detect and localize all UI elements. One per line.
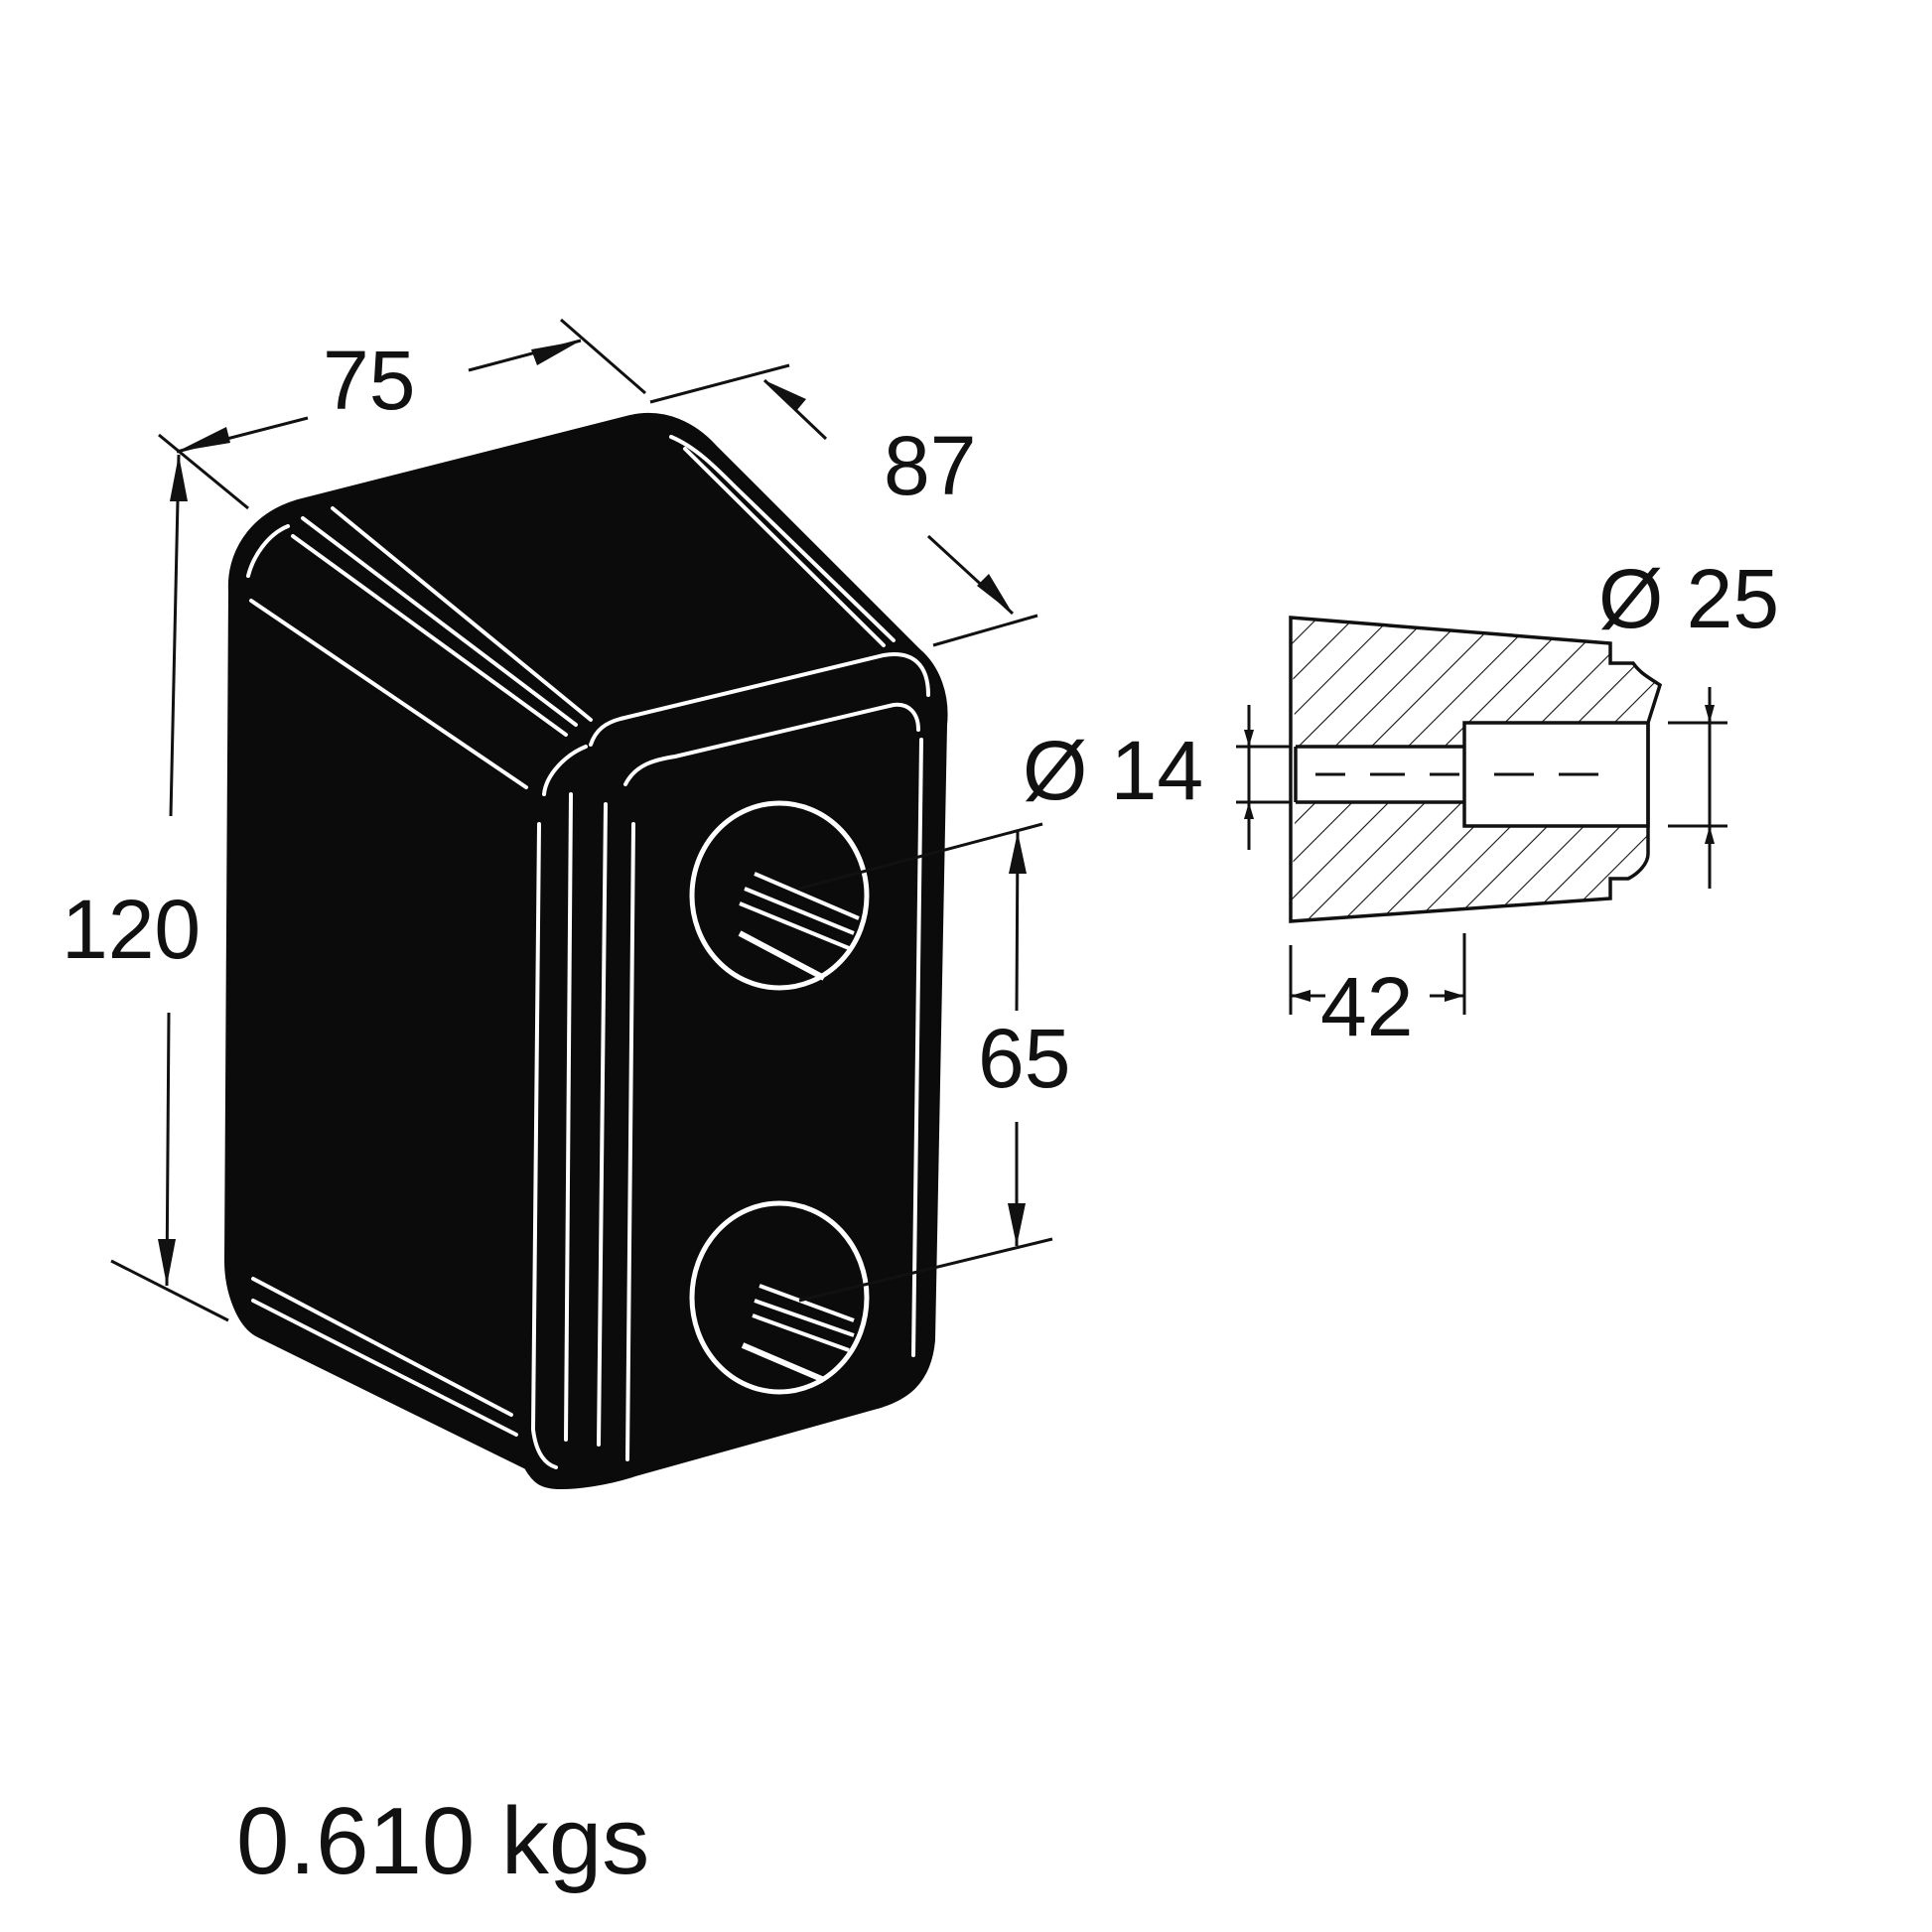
- front-face-inner-top: [623, 702, 920, 786]
- lower-hole-rim: [689, 1200, 870, 1395]
- front-face-right-edge: [911, 738, 923, 1357]
- lower-bolt-hole: [689, 1200, 870, 1395]
- spacing-arrow-top: [1009, 832, 1027, 874]
- upper-hole-bore-lines: [739, 872, 860, 950]
- top-right-rim-highlight-2: [683, 447, 886, 647]
- depth42-arrow-right: [1445, 990, 1464, 1002]
- counterbore-depth-label: 42: [1320, 960, 1413, 1053]
- section-bore: [1294, 745, 1464, 804]
- counterbore-diameter-dimension: Ø 25: [1598, 552, 1779, 889]
- height-extension-bottom: [110, 1259, 229, 1322]
- width-arrow-right: [531, 341, 581, 365]
- weight-label: 0.610 kgs: [236, 1788, 649, 1894]
- counterbore-diameter-label: Ø 25: [1598, 552, 1779, 645]
- hole-spacing-label: 65: [978, 1012, 1070, 1105]
- front-face-left-bevel-1: [542, 745, 588, 796]
- spacing-extension-top: [798, 822, 1043, 891]
- height-dimension: 120: [62, 454, 229, 1322]
- hole-spacing-dimension: 65: [798, 822, 1070, 1303]
- height-label: 120: [62, 883, 201, 976]
- block-body: [223, 412, 948, 1490]
- width-label: 75: [323, 334, 415, 427]
- rubber-block: [223, 412, 948, 1490]
- front-face-left-bevel-5: [625, 822, 635, 1461]
- counterbore-arrow-top: [1705, 705, 1715, 723]
- bore-arrow-top: [1244, 730, 1254, 747]
- width-arrow-left: [177, 427, 230, 452]
- width-extension-right: [560, 318, 646, 395]
- bottom-edge-highlight-1: [251, 1277, 513, 1417]
- height-dim-line-top: [169, 454, 181, 817]
- counterbore-arrow-bottom: [1705, 826, 1715, 844]
- lower-hole-bore-lines: [752, 1284, 855, 1352]
- section-upper-material: [1291, 618, 1660, 747]
- bottom-edge-highlight-2: [251, 1299, 518, 1437]
- top-left-edge-highlight: [249, 599, 528, 789]
- depth-label: 87: [884, 419, 976, 512]
- depth-extension-bottom: [932, 614, 1038, 647]
- front-face-top-edge: [589, 652, 930, 747]
- top-right-rim-highlight-1: [669, 435, 896, 642]
- top-bevel-highlight-2: [291, 534, 568, 737]
- top-bevel-highlight-4: [331, 506, 593, 722]
- height-arrow-bottom: [158, 1239, 176, 1286]
- spacing-arrow-bottom: [1008, 1203, 1026, 1246]
- bore-arrow-bottom: [1244, 802, 1254, 819]
- depth-arrow-bottom: [977, 574, 1013, 614]
- front-face-left-bevel-4: [597, 802, 608, 1447]
- front-face-left-bevel-2: [530, 822, 558, 1469]
- section-view: Ø 14 Ø 25 42: [1023, 552, 1779, 1053]
- front-face-left-bevel-3: [564, 792, 573, 1442]
- bore-diameter-label: Ø 14: [1023, 724, 1203, 817]
- height-arrow-top: [170, 455, 188, 501]
- top-bevel-highlight-3: [301, 516, 578, 727]
- width-dimension: 75: [158, 318, 646, 510]
- depth42-arrow-left: [1291, 990, 1311, 1002]
- lower-hole-bore-shadow: [741, 1342, 826, 1383]
- counterbore-depth-dimension: 42: [1289, 933, 1466, 1053]
- width-extension-left: [158, 433, 249, 510]
- bore-diameter-dimension: Ø 14: [1023, 705, 1291, 850]
- section-counterbore: [1462, 721, 1650, 828]
- spacing-extension-bottom: [798, 1237, 1053, 1303]
- depth-extension-top: [649, 363, 790, 404]
- upper-bolt-hole: [689, 800, 870, 991]
- top-bevel-highlight-1: [246, 524, 290, 578]
- upper-hole-rim: [689, 800, 870, 991]
- depth-dimension: 87: [649, 363, 1038, 647]
- section-lower-material: [1291, 802, 1648, 921]
- upper-hole-bore-shadow: [738, 930, 826, 981]
- depth-arrow-top: [764, 380, 806, 411]
